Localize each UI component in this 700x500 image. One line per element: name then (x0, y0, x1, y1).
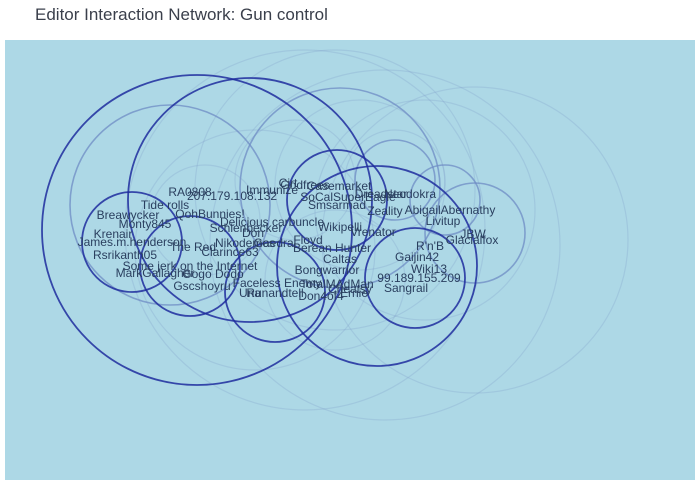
node-label: James.m.henderson (78, 235, 187, 249)
node-label: Gaijin42 (395, 250, 439, 264)
ring (274, 99, 446, 271)
ring (69, 104, 271, 306)
node-label: R'n'B (416, 239, 444, 253)
node-label: Don (242, 226, 264, 240)
node-label: Tide rolls (141, 198, 189, 212)
ring (314, 99, 536, 321)
node-label: Caltas (323, 252, 357, 266)
node-label: Casemarket (307, 179, 372, 193)
network-plot-area: RA0808 Immunize Cirt Godfrees Casemarket… (5, 40, 695, 480)
ring (409, 164, 481, 236)
node-label: Bongwarrior (295, 263, 360, 277)
node-label: RA0808 (168, 185, 212, 199)
node-label: Dreadstar (355, 187, 408, 201)
node-label: Clarince63 (201, 245, 259, 259)
node-label: MarkGallagher (116, 266, 195, 280)
ring (149, 164, 261, 276)
node-label: Faceless Enemy (233, 276, 322, 290)
node-label: Schlenbecker (210, 221, 283, 235)
node-label: Runandtell (246, 286, 303, 300)
node-label: Krenair (94, 227, 133, 241)
node-label: 99.189.155.209 (377, 271, 461, 285)
node-label: Breawycker (97, 208, 160, 222)
node-label: Rsrikanth05 (93, 248, 157, 262)
node-label: Godfrees (280, 178, 329, 192)
node-label: Neodokra (384, 187, 436, 201)
ring (321, 86, 629, 394)
ring (134, 129, 376, 371)
node-label: 207.179.108.132 (187, 189, 277, 203)
node-label: Wikipelli (318, 220, 362, 234)
node-label: Zeality (367, 204, 402, 218)
node-label: Gaedral (254, 236, 297, 250)
ring (264, 209, 406, 351)
node-label: Vrenator (350, 225, 396, 239)
node-label: Gogo Dodo (182, 267, 244, 281)
node-label: AbigailAbernathy (405, 203, 496, 217)
page-title: Editor Interaction Network: Gun control (35, 5, 328, 24)
ring (127, 77, 373, 323)
node-label: Cheatsy (328, 282, 372, 296)
ring (209, 69, 561, 421)
node-label: SoCalSuperEagle (300, 190, 396, 204)
node-label: Monty845 (119, 217, 172, 231)
node-label: Una (239, 286, 261, 300)
ring (41, 74, 353, 386)
ring (364, 227, 466, 329)
node-label: Cirt (279, 176, 298, 190)
node-label: Livitup (426, 214, 461, 228)
ring (286, 149, 388, 251)
ring (276, 165, 478, 367)
node-label: Immunize (246, 183, 298, 197)
node-label: Ernie (340, 286, 368, 300)
node-label: Sangrail (384, 281, 428, 295)
node-label: Gscshoyru (173, 279, 230, 293)
network-graph: RA0808 Immunize Cirt Godfrees Casemarket… (41, 49, 629, 421)
ring (139, 215, 241, 317)
node-label: The Red (170, 240, 216, 254)
node-label: Nikodemos (215, 236, 275, 250)
node-label: Delicious carbuncle (220, 215, 324, 229)
node-label: Smsarmad (308, 198, 366, 212)
ring (344, 129, 446, 231)
ring (224, 241, 326, 343)
node-labels: RA0808 Immunize Cirt Godfrees Casemarket… (78, 176, 499, 303)
node-label: Floyd (293, 233, 322, 247)
node-label: Wiki13 (411, 262, 447, 276)
ring (194, 49, 476, 331)
node-label: QohBunnies! (175, 207, 244, 221)
node-label: Don4of4 (298, 289, 344, 303)
node-label: Glacialfox (446, 233, 499, 247)
node-label: Some jerk on the Internet (123, 259, 258, 273)
node-label: Berean Hunter (293, 241, 371, 255)
node-label: JBW (460, 227, 486, 241)
ring (124, 49, 486, 411)
node-label: TotalMAdMan (300, 277, 373, 291)
strong-rings (41, 74, 478, 386)
ring (81, 191, 183, 293)
ring (354, 139, 436, 221)
